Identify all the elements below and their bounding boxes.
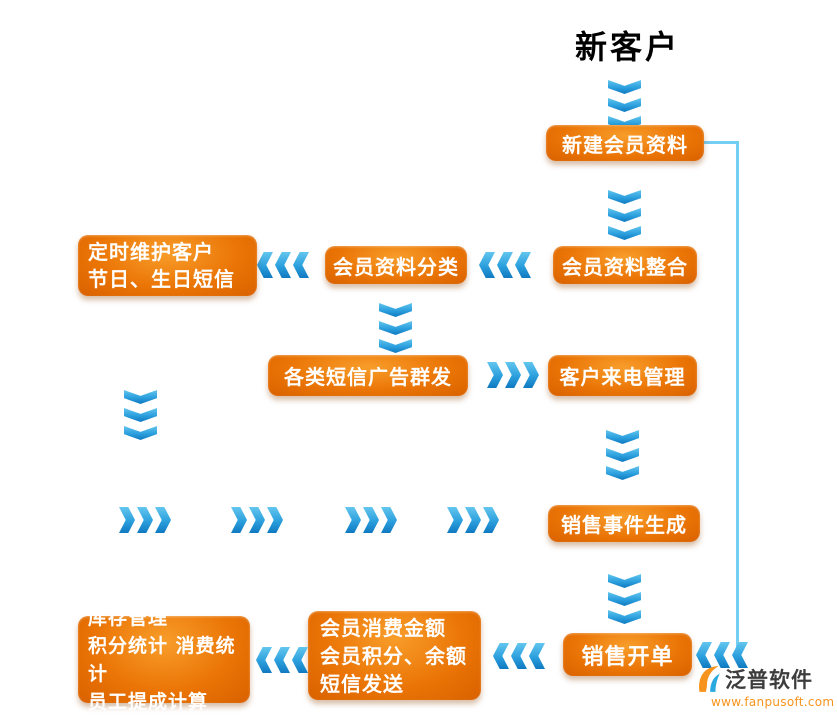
arrow-down-new-member-to-integrate xyxy=(608,188,641,242)
chevron-down-icon xyxy=(379,303,412,317)
chevron-down-icon xyxy=(608,208,641,222)
arrow-down-call-to-event xyxy=(606,428,639,482)
arrow-down-title-to-new-member xyxy=(608,78,641,132)
chevron-left-icon xyxy=(257,252,273,278)
chevron-down-icon xyxy=(608,80,641,94)
connector-line-horizontal xyxy=(704,141,739,144)
chevron-left-icon xyxy=(714,642,730,668)
chevron-left-icon xyxy=(274,647,290,673)
node-member-consume: 会员消费金额 会员积分、余额 短信发送 xyxy=(308,611,481,700)
chevron-left-icon xyxy=(293,252,309,278)
arrow-down-classify-to-sms xyxy=(379,301,412,355)
chevron-right-icon xyxy=(267,507,283,533)
arrow-left-integrate-to-classify xyxy=(478,252,532,278)
chevron-down-icon xyxy=(606,430,639,444)
connector-line-vertical xyxy=(736,141,739,657)
node-member-data-integrate: 会员资料整合 xyxy=(553,246,697,284)
node-new-member-info: 新建会员资料 xyxy=(546,125,704,161)
logo-name: 泛普软件 xyxy=(725,668,813,692)
chevron-right-icon xyxy=(137,507,153,533)
chevron-right-icon xyxy=(523,362,539,388)
node-line: 员工提成计算 xyxy=(88,690,209,713)
chevron-down-icon xyxy=(608,190,641,204)
chevron-down-icon xyxy=(608,610,641,624)
chevron-left-icon xyxy=(292,647,308,673)
node-scheduled-maintain: 定时维护客户 节日、生日短信 xyxy=(78,235,257,296)
chevron-down-icon xyxy=(379,321,412,335)
node-line: 会员消费金额 xyxy=(320,615,446,640)
chevron-left-icon xyxy=(515,252,531,278)
chevron-left-icon xyxy=(479,252,495,278)
arrow-right-row-1 xyxy=(118,507,172,533)
diagram-title: 新客户 xyxy=(574,28,680,66)
arrow-left-order-to-consume xyxy=(492,643,546,669)
node-line: 积分统计 消费统计 xyxy=(88,634,236,685)
chevron-right-icon xyxy=(345,507,361,533)
arrow-down-maintain-column xyxy=(124,388,157,442)
chevron-down-icon xyxy=(124,426,157,440)
chevron-left-icon xyxy=(529,643,545,669)
chevron-right-icon xyxy=(483,507,499,533)
arrow-left-consume-to-inventory xyxy=(255,647,309,673)
chevron-left-icon xyxy=(511,643,527,669)
vendor-logo: 泛普软件 www.fanpusoft.com xyxy=(695,664,835,709)
chevron-left-icon xyxy=(497,252,513,278)
chevron-right-icon xyxy=(381,507,397,533)
chevron-left-icon xyxy=(696,642,712,668)
chevron-down-icon xyxy=(379,339,412,353)
node-sms-broadcast: 各类短信广告群发 xyxy=(268,355,468,396)
fanpu-logo-icon xyxy=(699,666,720,692)
chevron-down-icon xyxy=(608,226,641,240)
chevron-down-icon xyxy=(608,574,641,588)
arrow-right-sms-to-call xyxy=(486,362,540,388)
node-member-data-classify: 会员资料分类 xyxy=(325,246,467,284)
chevron-left-icon xyxy=(493,643,509,669)
node-sales-event: 销售事件生成 xyxy=(548,505,700,542)
chevron-left-icon xyxy=(256,647,272,673)
arrow-down-event-to-order xyxy=(608,572,641,626)
arrow-right-row-4 xyxy=(446,507,500,533)
chevron-right-icon xyxy=(231,507,247,533)
chevron-right-icon xyxy=(505,362,521,388)
chevron-right-icon xyxy=(119,507,135,533)
node-line: 会员积分、余额 xyxy=(320,643,467,668)
chevron-right-icon xyxy=(487,362,503,388)
node-line: 定时维护客户 xyxy=(88,239,214,264)
arrow-left-connector-to-order xyxy=(695,642,749,668)
chevron-down-icon xyxy=(124,390,157,404)
arrow-left-classify-to-maintain xyxy=(256,252,310,278)
node-inventory-stats: 库存管理 积分统计 消费统计 员工提成计算 xyxy=(78,607,250,713)
chevron-down-icon xyxy=(124,408,157,422)
chevron-right-icon xyxy=(155,507,171,533)
chevron-right-icon xyxy=(465,507,481,533)
chevron-right-icon xyxy=(249,507,265,533)
chevron-left-icon xyxy=(275,252,291,278)
chevron-right-icon xyxy=(363,507,379,533)
node-line: 节日、生日短信 xyxy=(88,266,235,291)
node-line: 短信发送 xyxy=(320,671,404,696)
chevron-down-icon xyxy=(608,592,641,606)
arrow-right-row-2 xyxy=(230,507,284,533)
chevron-down-icon xyxy=(606,448,639,462)
node-incoming-call: 客户来电管理 xyxy=(548,355,697,396)
chevron-down-icon xyxy=(608,98,641,112)
logo-url: www.fanpusoft.com xyxy=(711,695,835,709)
arrow-right-row-3 xyxy=(344,507,398,533)
node-line: 库存管理 xyxy=(88,606,169,629)
chevron-right-icon xyxy=(447,507,463,533)
chevron-left-icon xyxy=(732,642,748,668)
chevron-down-icon xyxy=(606,466,639,480)
node-sales-order: 销售开单 xyxy=(563,633,692,676)
